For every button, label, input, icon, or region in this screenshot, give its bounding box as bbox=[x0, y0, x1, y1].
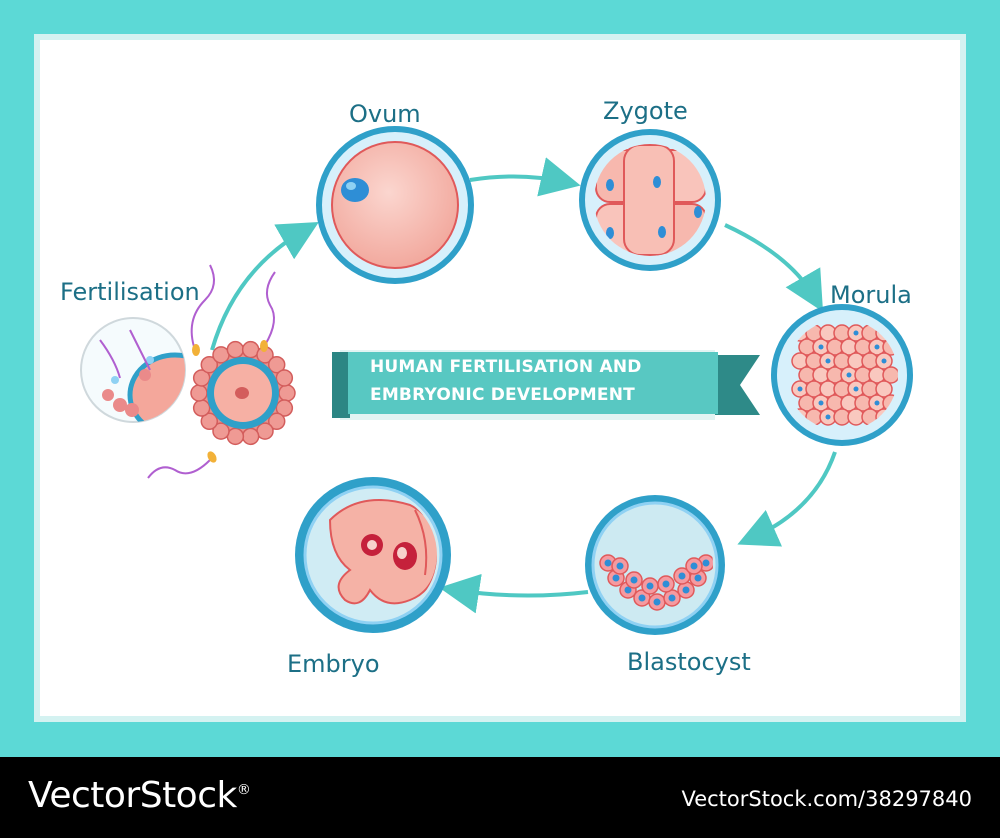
morula-nucleus bbox=[818, 400, 824, 406]
corona-cell bbox=[190, 384, 208, 402]
banner-title-line1: HUMAN FERTILISATION AND bbox=[370, 357, 642, 377]
fertilisation-illustration bbox=[80, 264, 296, 479]
blastocyst-nucleus bbox=[682, 586, 690, 594]
label-morula: Morula bbox=[830, 281, 912, 309]
corona-cell bbox=[226, 427, 245, 446]
blastocyst-nucleus bbox=[612, 574, 620, 582]
corona-cell bbox=[256, 422, 274, 440]
banner-title-line2: EMBRYONIC DEVELOPMENT bbox=[370, 385, 635, 405]
blastocyst-nucleus bbox=[646, 582, 654, 590]
blastocyst-nucleus bbox=[630, 576, 638, 584]
morula-cell-illustration bbox=[771, 304, 913, 446]
blastocyst-cell-illustration bbox=[585, 495, 725, 635]
title-banner bbox=[332, 350, 760, 420]
blastocyst-nucleus bbox=[604, 559, 612, 567]
arrow-morula-to-blastocyst bbox=[737, 451, 837, 547]
arrow-blastocyst-to-embryo bbox=[439, 573, 589, 614]
morula-nucleus bbox=[797, 386, 803, 392]
morula-nucleus bbox=[874, 344, 880, 350]
corona-cell bbox=[278, 384, 296, 402]
corona-cell bbox=[275, 399, 294, 417]
blastocyst-nucleus bbox=[624, 586, 632, 594]
arrow-zygote-to-morula bbox=[724, 223, 824, 312]
corona-cell bbox=[200, 355, 219, 374]
morula-nucleus bbox=[818, 344, 824, 350]
diagram-art bbox=[80, 126, 913, 635]
morula-nucleus bbox=[846, 372, 852, 378]
morula-nucleus bbox=[874, 400, 880, 406]
blastocyst-nucleus bbox=[694, 574, 702, 582]
blastocyst-nucleus bbox=[616, 562, 624, 570]
corona-cell bbox=[241, 340, 260, 359]
blastocyst-nucleus bbox=[690, 562, 698, 570]
corona-cell bbox=[212, 346, 230, 364]
morula-nucleus bbox=[825, 358, 831, 364]
embryo-illustration bbox=[295, 477, 451, 633]
vectorstock-logo: VectorStock® bbox=[28, 775, 251, 816]
label-embryo: Embryo bbox=[287, 650, 380, 678]
label-zygote: Zygote bbox=[603, 97, 688, 125]
corona-cell bbox=[192, 369, 211, 387]
arrow-fertilisation-to-ovum bbox=[210, 222, 319, 351]
blastocyst-nucleus bbox=[653, 598, 661, 606]
corona-cell bbox=[192, 399, 211, 417]
blastocyst-nucleus bbox=[662, 580, 670, 588]
label-blastocyst: Blastocyst bbox=[627, 648, 751, 676]
zygote-cell-illustration bbox=[579, 129, 721, 271]
blastocyst-nucleus bbox=[638, 594, 646, 602]
corona-cell bbox=[226, 340, 245, 359]
corona-cell bbox=[275, 369, 294, 387]
ovum-cell-illustration bbox=[316, 126, 474, 284]
blastocyst-nucleus bbox=[678, 572, 686, 580]
morula-nucleus bbox=[825, 414, 831, 420]
vectorstock-logo-text: VectorStock bbox=[28, 775, 237, 816]
registered-mark: ® bbox=[236, 782, 251, 798]
label-ovum: Ovum bbox=[349, 100, 421, 128]
arrow-ovum-to-zygote bbox=[469, 157, 581, 197]
label-fertilisation: Fertilisation bbox=[60, 278, 200, 306]
blastocyst-nucleus bbox=[668, 594, 676, 602]
corona-cell bbox=[200, 412, 219, 431]
morula-nucleus bbox=[853, 386, 859, 392]
morula-blastomere bbox=[882, 366, 898, 384]
morula-nucleus bbox=[853, 330, 859, 336]
morula-blastomere bbox=[875, 380, 893, 398]
image-credit: VectorStock.com/38297840 bbox=[681, 787, 972, 811]
corona-cell bbox=[212, 422, 230, 440]
watermark-footer: VectorStock® VectorStock.com/38297840 bbox=[0, 757, 1000, 838]
blastocyst-nucleus bbox=[702, 559, 710, 567]
corona-cell bbox=[267, 355, 286, 374]
morula-nucleus bbox=[881, 358, 887, 364]
corona-cell bbox=[241, 427, 260, 446]
corona-cell bbox=[267, 412, 286, 431]
